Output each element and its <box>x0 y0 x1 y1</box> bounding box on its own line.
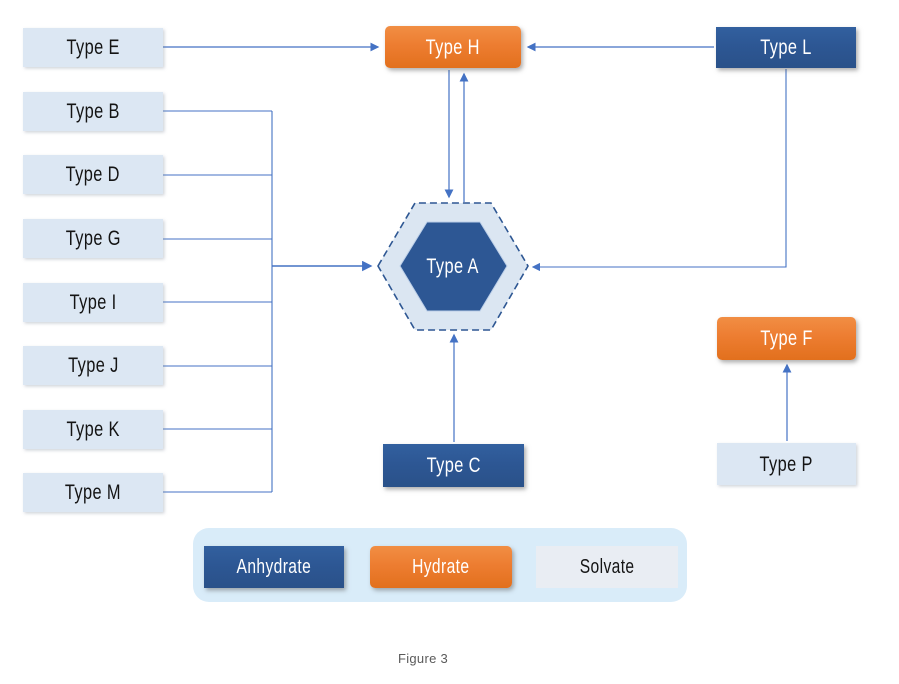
edge-bus-left-column <box>163 110 273 493</box>
edge-typeL-to-typeA <box>531 69 787 272</box>
node-type-l: Type L <box>716 27 856 68</box>
node-type-b: Type B <box>23 92 163 131</box>
legend-anhydrate-label: Anhydrate <box>236 556 312 578</box>
node-type-i-label: Type I <box>69 291 117 314</box>
node-type-e: Type E <box>23 28 163 67</box>
node-type-h: Type H <box>385 26 521 68</box>
node-type-i: Type I <box>23 283 163 322</box>
legend-swatch-anhydrate: Anhydrate <box>204 546 344 588</box>
node-type-e-label: Type E <box>66 36 120 59</box>
legend-swatch-hydrate: Hydrate <box>370 546 512 588</box>
node-type-f-label: Type F <box>760 327 813 350</box>
node-type-k-label: Type K <box>66 418 120 441</box>
legend-hydrate-label: Hydrate <box>412 556 470 578</box>
node-type-p: Type P <box>717 443 856 485</box>
figure-caption: Figure 3 <box>397 651 449 666</box>
node-type-k: Type K <box>23 410 163 449</box>
node-type-a-label: Type A <box>426 254 480 278</box>
legend-swatch-solvate: Solvate <box>536 546 678 588</box>
legend-solvate-label: Solvate <box>579 556 635 578</box>
node-type-b-label: Type B <box>66 100 120 123</box>
node-type-j: Type J <box>23 346 163 385</box>
node-type-d-label: Type D <box>65 163 121 186</box>
node-type-m: Type M <box>23 473 163 512</box>
node-type-g: Type G <box>23 219 163 258</box>
node-type-d: Type D <box>23 155 163 194</box>
node-type-a: Type A <box>393 250 513 282</box>
node-type-j-label: Type J <box>67 354 119 377</box>
node-type-p-label: Type P <box>759 452 814 476</box>
node-type-l-label: Type L <box>760 36 812 59</box>
node-type-g-label: Type G <box>65 227 121 250</box>
node-type-m-label: Type M <box>64 481 122 504</box>
node-type-c: Type C <box>383 444 524 487</box>
typeA-inner-hexagon <box>399 221 508 312</box>
node-type-h-label: Type H <box>425 35 481 59</box>
legend: Anhydrate Hydrate Solvate <box>193 528 687 602</box>
node-type-c-label: Type C <box>426 454 481 477</box>
node-type-f: Type F <box>717 317 856 360</box>
